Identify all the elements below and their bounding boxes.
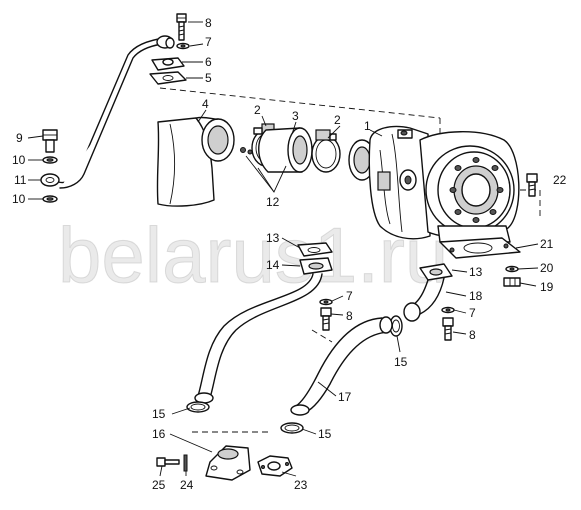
callout-12: 12: [266, 195, 280, 209]
callout-10-lower: 10: [12, 192, 26, 206]
callout-15-lower-left: 15: [152, 407, 166, 421]
callout-7-top: 7: [205, 35, 212, 49]
nut-19: [503, 277, 521, 287]
callout-4: 4: [202, 97, 209, 111]
banjo-fitting-11: [40, 173, 60, 187]
air-elbow-4: [156, 116, 235, 207]
return-tube-18: [403, 277, 445, 322]
callout-15-lower-right: 15: [318, 427, 332, 441]
callout-13-left: 13: [266, 231, 280, 245]
callout-14: 14: [266, 258, 280, 272]
washer-10-upper: [42, 156, 58, 164]
bolt-8-center: [320, 307, 332, 331]
bolt-9: [42, 129, 58, 153]
flange-6: [151, 57, 185, 71]
callout-2-right: 2: [334, 113, 341, 127]
washer-7-top: [176, 42, 190, 50]
callout-7-center: 7: [346, 289, 353, 303]
leader-lines: [27, 21, 539, 477]
callouts: 8 7 6 5 4 2 3 2 1 9 10 11 10 12 22 13 21…: [12, 16, 567, 492]
bolt-8-top: [176, 13, 187, 41]
oil-drain-tube: [194, 273, 323, 404]
callout-13-right: 13: [469, 265, 483, 279]
callout-5: 5: [205, 71, 212, 85]
callout-22: 22: [553, 173, 567, 187]
bolt-25: [156, 457, 180, 467]
small-part-12: [240, 147, 253, 155]
gasket-5: [149, 71, 187, 85]
oil-feed-line: [57, 35, 175, 189]
gasket-24: [183, 454, 188, 472]
callout-2-left: 2: [254, 103, 261, 117]
callout-20: 20: [540, 261, 554, 275]
tube-17: [290, 316, 393, 416]
fitting-16: [205, 445, 251, 481]
turbocharger-1: [348, 125, 520, 243]
callout-8-right: 8: [469, 328, 476, 342]
washer-7-right: [441, 306, 455, 314]
callout-21: 21: [540, 237, 554, 251]
callout-23: 23: [294, 478, 308, 492]
seal-ring-15-lower-left: [186, 401, 210, 413]
washer-10-lower: [42, 195, 58, 203]
callout-24: 24: [180, 478, 194, 492]
callout-1: 1: [364, 119, 371, 133]
assembly-lines: [159, 87, 541, 433]
callout-17: 17: [338, 390, 352, 404]
callout-7-right: 7: [469, 306, 476, 320]
clamp-2-right: [311, 129, 341, 173]
callout-10-upper: 10: [12, 153, 26, 167]
callout-8-top: 8: [205, 16, 212, 30]
washer-7-center: [319, 298, 333, 306]
drain-flange-13-left: [297, 242, 333, 257]
callout-6: 6: [205, 55, 212, 69]
drain-fitting-14: [299, 257, 333, 275]
callout-19: 19: [540, 280, 554, 294]
callout-8-center: 8: [346, 309, 353, 323]
callout-3: 3: [292, 109, 299, 123]
callout-16: 16: [152, 427, 166, 441]
callout-11: 11: [14, 173, 27, 187]
gasket-21: [439, 237, 521, 259]
seal-ring-15-lower-right: [280, 422, 304, 434]
washer-20: [505, 265, 519, 273]
flange-23: [257, 455, 293, 477]
hose-3: [258, 127, 313, 173]
bolt-22: [526, 173, 538, 197]
drain-flange-13-right: [419, 263, 453, 281]
callout-25: 25: [152, 478, 166, 492]
callout-18: 18: [469, 289, 483, 303]
callout-9: 9: [16, 131, 23, 145]
callout-15-center: 15: [394, 355, 408, 369]
bolt-8-right: [442, 317, 454, 341]
